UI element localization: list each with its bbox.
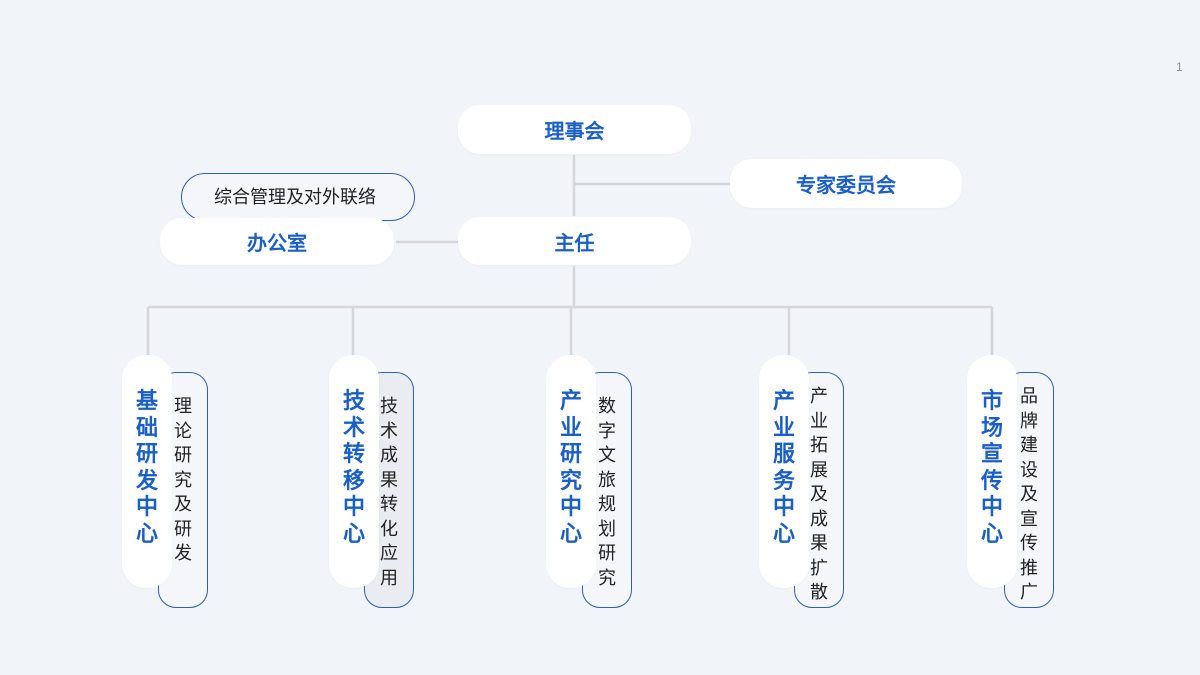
expert-committee-label: 专家委员会 bbox=[796, 173, 896, 197]
office-node: 办公室 bbox=[160, 218, 394, 265]
center-label-5: 市场宣传中心 bbox=[980, 389, 1003, 547]
center-label-4: 产业服务中心 bbox=[772, 389, 795, 547]
center-note-text-2: 技术成果转化应用 bbox=[380, 396, 398, 589]
office-label: 办公室 bbox=[247, 231, 307, 255]
center-note-text-3: 数字文旅规划研究 bbox=[598, 396, 616, 589]
office-note: 综合管理及对外联络 bbox=[181, 173, 415, 221]
page-number: 1 bbox=[1176, 60, 1183, 74]
office-note-text: 综合管理及对外联络 bbox=[214, 187, 376, 208]
center-node-1: 基础研发中心 bbox=[122, 355, 172, 588]
center-note-text-4: 产业拓展及成果扩散 bbox=[810, 386, 828, 603]
center-label-3: 产业研究中心 bbox=[559, 389, 582, 547]
center-node-3: 产业研究中心 bbox=[546, 355, 596, 588]
board-node: 理事会 bbox=[458, 105, 691, 154]
board-label: 理事会 bbox=[544, 119, 605, 143]
director-label: 主任 bbox=[554, 230, 595, 255]
center-node-2: 技术转移中心 bbox=[329, 355, 379, 588]
center-label-1: 基础研发中心 bbox=[135, 389, 158, 547]
center-note-text-5: 品牌建设及宣传推广 bbox=[1020, 386, 1038, 603]
center-node-5: 市场宣传中心 bbox=[967, 355, 1017, 588]
expert-committee-node: 专家委员会 bbox=[730, 159, 962, 208]
center-node-4: 产业服务中心 bbox=[759, 355, 809, 588]
center-label-2: 技术转移中心 bbox=[342, 389, 365, 547]
center-note-text-1: 理论研究及研发 bbox=[174, 396, 192, 564]
director-node: 主任 bbox=[458, 217, 691, 265]
